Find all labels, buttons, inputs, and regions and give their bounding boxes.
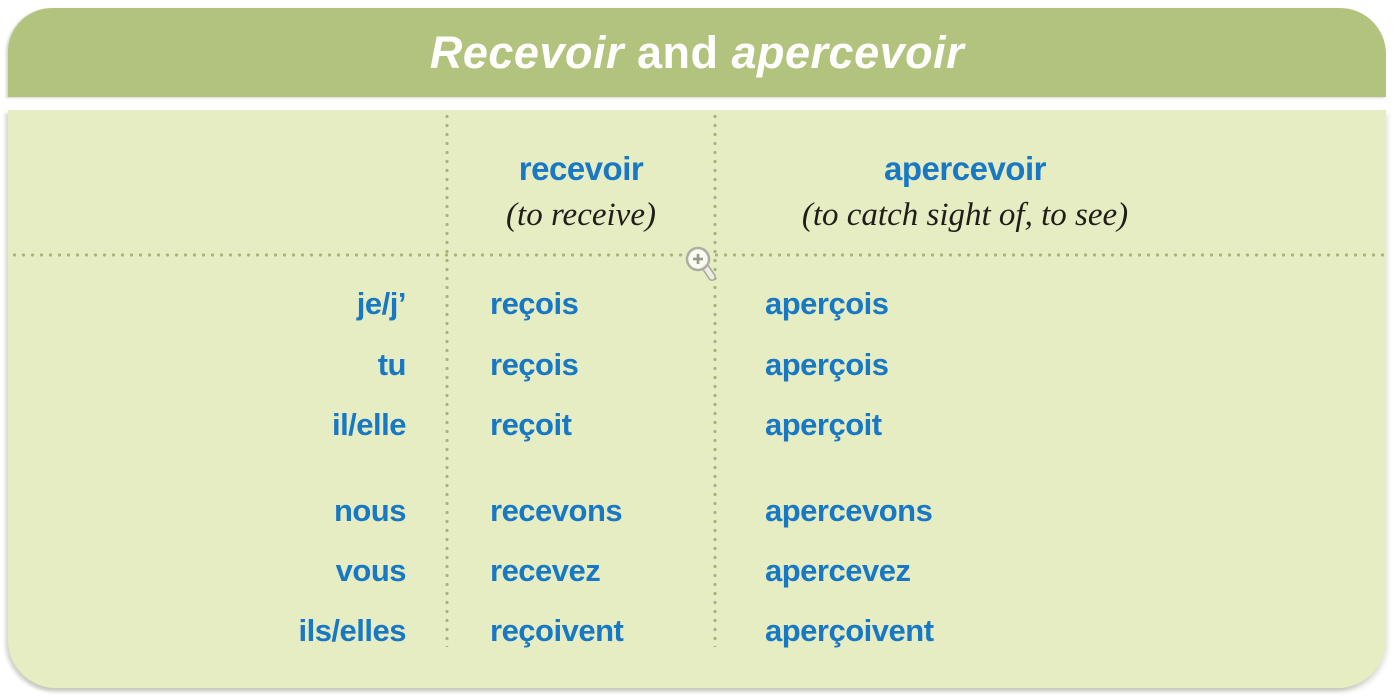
table-row: nous recevons apercevons (8, 493, 1386, 529)
column-verb-label: recevoir (518, 150, 644, 187)
conjugation-table-body: recevoir (to receive) apercevoir (to cat… (8, 110, 1386, 688)
table-row: il/elle reçoit aperçoit (8, 407, 1386, 443)
pronoun-label: il/elle (331, 407, 407, 442)
title-verb1: Recevoir (429, 26, 624, 78)
recevoir-form: reçoivent (490, 613, 624, 648)
title-connector: and (623, 26, 732, 78)
apercevoir-form: aperçois (765, 286, 889, 321)
table-row: je/j’ reçois aperçois (8, 286, 1386, 322)
column-header-recevoir: recevoir (to receive) (447, 146, 715, 239)
table-row: ils/elles reçoivent aperçoivent (8, 613, 1386, 649)
zoom-in-cursor-icon[interactable] (684, 245, 720, 285)
pronoun-label: tu (377, 347, 407, 382)
pronoun-label: ils/elles (298, 613, 406, 648)
apercevoir-form: apercevons (765, 493, 933, 528)
column-divider-1-dotted (445, 112, 449, 647)
apercevoir-form: aperçoivent (765, 613, 934, 648)
table-row: vous recevez apercevez (8, 553, 1386, 589)
title-verb2: apercevoir (731, 26, 965, 78)
recevoir-form: recevez (490, 553, 601, 588)
column-verb-gloss: (to receive) (506, 197, 656, 233)
apercevoir-form: apercevez (765, 553, 911, 588)
column-verb-label: apercevoir (884, 150, 1046, 187)
column-header-apercevoir: apercevoir (to catch sight of, to see) (715, 146, 1215, 239)
recevoir-form: reçois (490, 347, 579, 382)
pronoun-label: je/j’ (356, 286, 407, 321)
table-title: Recevoir and apercevoir (430, 27, 964, 79)
recevoir-form: recevons (490, 493, 623, 528)
apercevoir-form: aperçois (765, 347, 889, 382)
pronoun-label: vous (335, 553, 407, 588)
recevoir-form: reçoit (490, 407, 572, 442)
recevoir-form: reçois (490, 286, 579, 321)
pronoun-label: nous (333, 493, 407, 528)
column-divider-2-dotted (713, 112, 717, 647)
table-row: tu reçois aperçois (8, 347, 1386, 383)
column-verb-gloss: (to catch sight of, to see) (801, 197, 1129, 233)
apercevoir-form: aperçoit (765, 407, 882, 442)
table-title-bar: Recevoir and apercevoir (8, 8, 1386, 97)
